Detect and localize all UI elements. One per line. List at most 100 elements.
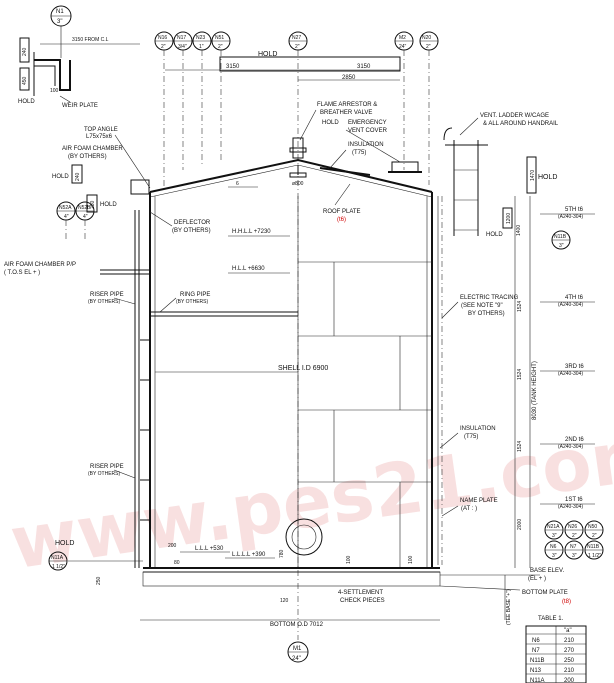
table-1: TABLE 1. "a" N6 210 N7 270 N11B 250 N13 … [525, 616, 587, 683]
roof-plate-t: (t6) [337, 217, 346, 223]
svg-text:N6: N6 [550, 544, 557, 550]
dim-100-a: 100 [408, 555, 414, 564]
vent-cover-label: VENT COVER [348, 128, 388, 134]
table-row-val: 250 [564, 658, 575, 664]
svg-text:24": 24" [399, 44, 407, 50]
check-pieces-label: CHECK PIECES [340, 598, 385, 604]
dim-250: 250 [96, 576, 102, 585]
riser-pipe-bot-label: RISER PIPE [90, 464, 124, 470]
nozzle-m2: M2 24" [394, 31, 414, 51]
breather-valve-label: BREATHER VALVE [320, 110, 372, 116]
svg-text:N23: N23 [196, 35, 205, 41]
svg-text:1 1/2": 1 1/2" [588, 553, 601, 559]
air-foam-pp-el: ( T.O.S EL + ) [4, 270, 40, 276]
detail-hold: HOLD [18, 99, 35, 105]
dim-200: 200 [168, 543, 177, 549]
hold-280: HOLD [100, 202, 117, 208]
dim-2850: 2850 [342, 75, 356, 81]
table-row-val: 210 [564, 668, 575, 674]
svg-text:3": 3" [572, 553, 577, 559]
flame-arrestor-label: FLAME ARRESTOR & [317, 102, 377, 108]
bottom-od-label: BOTTOM O.D 7012 [270, 622, 324, 628]
table-header: "a" [564, 628, 572, 634]
base-elev-label: BASE ELEV. [530, 568, 564, 574]
bottom-plate-t: (t8) [562, 599, 571, 605]
hold-right-top: HOLD [538, 174, 557, 181]
roof: ø800 6 [149, 137, 433, 198]
n52a-size: 4" [64, 214, 69, 220]
dim-100-right-label: (TEE BASE "+") [506, 589, 512, 625]
dim-1200: 1200 [506, 213, 512, 224]
svg-text:2": 2" [426, 44, 431, 50]
riser-pipe-top-note: (BY OTHERS) [88, 299, 120, 305]
svg-text:2": 2" [218, 44, 223, 50]
svg-text:3": 3" [552, 533, 557, 539]
table-row-val: 210 [564, 638, 575, 644]
table-row-id: N11B [530, 658, 545, 664]
emergency-label: EMERGENCY [348, 120, 387, 126]
dim-450-detail: 450 [22, 76, 28, 85]
riser-pipe-bot-note: (BY OTHERS) [88, 471, 120, 477]
table-row-id: N13 [530, 668, 542, 674]
nozzle-n23: N23 1" [192, 31, 212, 51]
n1-label: N1 [56, 9, 64, 15]
dim-1400: 1400 [516, 225, 522, 236]
all-around-label: & ALL AROUND HANDRAIL [483, 121, 559, 127]
ring-pipe-note: (BY OTHERS) [176, 299, 208, 305]
table-row-id: N6 [532, 638, 540, 644]
svg-text:2": 2" [592, 533, 597, 539]
shell-id-label: SHELL I.D 6900 [278, 365, 328, 372]
dim-80: 80 [174, 560, 180, 566]
riser-pipe [100, 179, 298, 568]
bottom-labels: HOLD N11A 1 1/2" 250 L.L.L +530 L.L.L.L … [48, 540, 440, 663]
weir-detail: N1 3" 3150 FROM C.L 240 450 100 HOLD WEI… [18, 5, 140, 109]
shell [142, 192, 443, 587]
base-elev-val: (EL + ) [528, 576, 546, 582]
dim-100-b: 100 [346, 555, 352, 564]
dim-3150-right: 3150 [357, 64, 371, 70]
course-5-material: (A240-304) [558, 214, 583, 220]
left-labels: TOP ANGLE L75x75x6 AIR FOAM CHAMBER (BY … [4, 127, 328, 479]
dim-100-detail: 100 [50, 88, 59, 94]
nozzle-n20: N20 2" [419, 31, 439, 51]
n11a-label: N11A [51, 555, 64, 561]
course-2-name: 2ND t6 [565, 437, 584, 443]
riser-pipe-top-label: RISER PIPE [90, 292, 124, 298]
ring-pipe-label: RING PIPE [180, 292, 210, 298]
svg-text:N16: N16 [158, 35, 167, 41]
electric-note2: BY OTHERS) [468, 311, 505, 317]
settlement-label: 4-SETTLEMENT [338, 590, 383, 596]
svg-text:N27: N27 [292, 35, 301, 41]
deflector-note: (BY OTHERS) [172, 228, 211, 234]
svg-text:2": 2" [572, 533, 577, 539]
ladder [443, 127, 488, 236]
course-4-name: 4TH t6 [565, 295, 584, 301]
svg-text:N11B: N11B [587, 544, 600, 550]
insulation-top-label: INSULATION [348, 142, 384, 148]
insulation-mid-note: (T75) [464, 434, 478, 440]
dim-1524-c: 1524 [517, 441, 523, 452]
course-1-name: 1ST t6 [565, 497, 583, 503]
top-angle-size: L75x75x6 [86, 134, 113, 140]
svg-text:N50: N50 [588, 524, 597, 530]
n11b-label: N11B [554, 234, 567, 240]
air-foam-pp-label: AIR FOAM CHAMBER P/P [4, 262, 76, 268]
svg-text:N20: N20 [422, 35, 431, 41]
table-row-id: N11A [530, 678, 545, 683]
insulation-top-note: (T75) [352, 150, 366, 156]
roof-plate-label: ROOF PLATE [323, 209, 361, 215]
table-row-val: 270 [564, 648, 575, 654]
n11a-size: 1 1/2" [52, 564, 65, 570]
bottom-plate-label: BOTTOM PLATE [522, 590, 568, 596]
svg-text:1": 1" [199, 44, 204, 50]
air-foam-by-others: (BY OTHERS) [68, 154, 107, 160]
weir-plate: WEIR PLATE [62, 103, 98, 109]
course-3-name: 3RD t6 [565, 364, 584, 370]
roof-dim-800: ø800 [292, 181, 304, 187]
svg-text:M2: M2 [399, 35, 406, 41]
dim-2000: 2000 [517, 519, 523, 530]
